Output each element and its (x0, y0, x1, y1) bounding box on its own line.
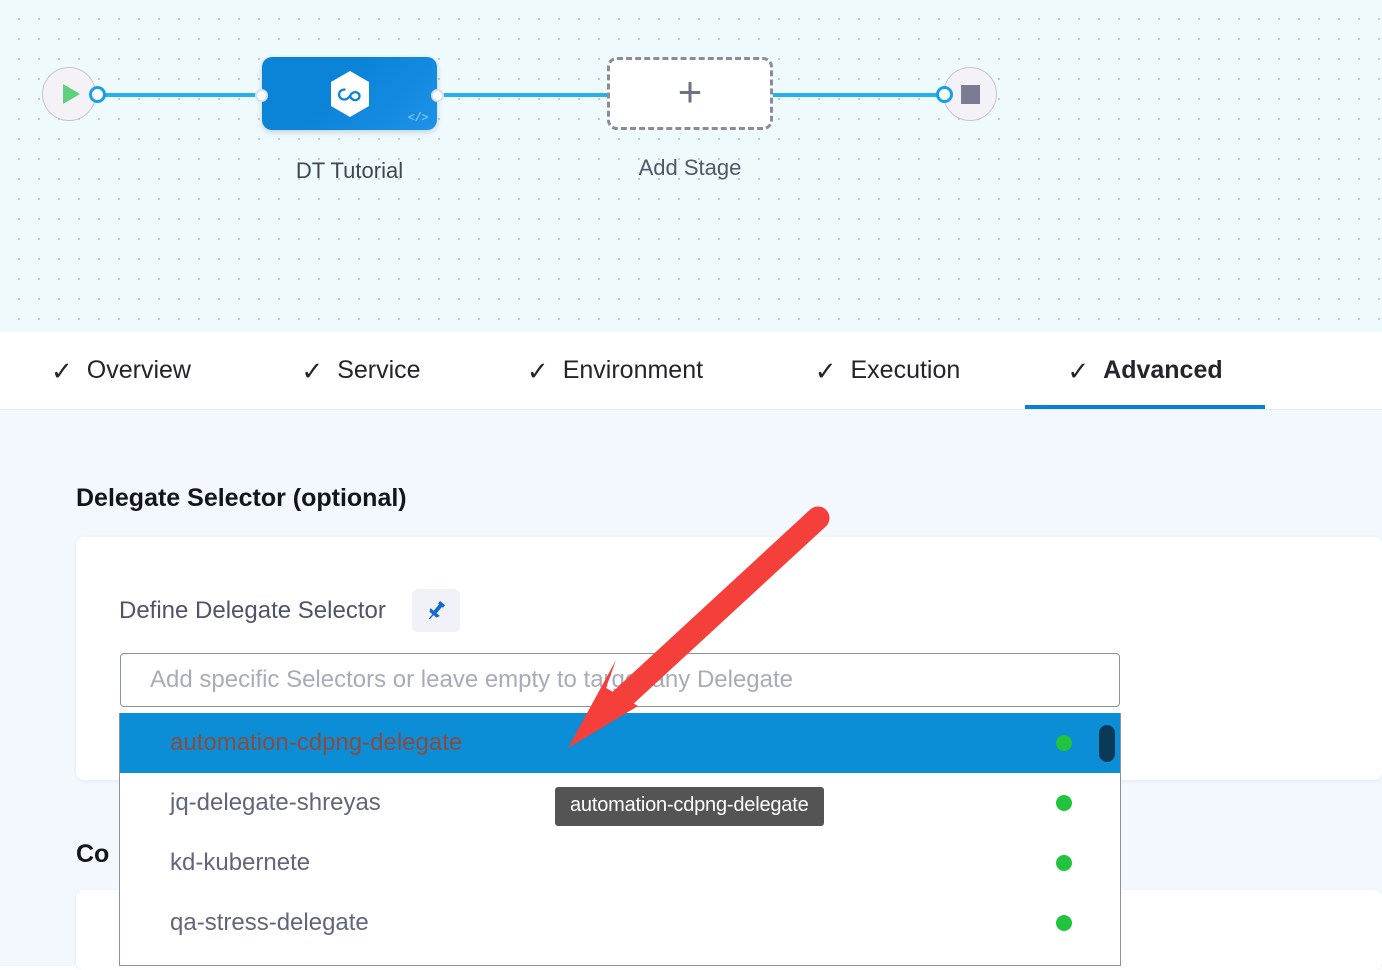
tab-service[interactable]: ✓ Service (242, 332, 480, 409)
tab-environment[interactable]: ✓ Environment (480, 332, 750, 409)
end-node-port[interactable] (936, 86, 953, 103)
tab-overview[interactable]: ✓ Overview (0, 332, 242, 409)
check-icon: ✓ (51, 355, 73, 386)
connector-line-add-to-end (760, 93, 950, 97)
define-delegate-selector-row: Define Delegate Selector (119, 589, 460, 632)
connector-line-start-to-stage (96, 93, 268, 97)
dropdown-scrollbar-thumb[interactable] (1099, 725, 1115, 762)
stage-output-port[interactable] (431, 89, 444, 102)
pipeline-canvas[interactable]: </> DT Tutorial + Add Stage (0, 0, 1382, 332)
dropdown-option-jq-delegate-shreyas[interactable]: jq-delegate-shreyas (120, 773, 1120, 833)
check-icon: ✓ (1067, 355, 1090, 386)
delegate-options-dropdown[interactable]: automation-cdpng-delegate jq-delegate-sh… (119, 713, 1121, 966)
tab-label: Advanced (1103, 356, 1223, 384)
play-icon (63, 84, 80, 104)
check-icon: ✓ (814, 355, 837, 386)
tab-label: Execution (850, 356, 961, 384)
start-node-port[interactable] (89, 86, 106, 103)
delegate-status-dot (1056, 915, 1072, 931)
pipeline-start-node[interactable] (42, 67, 96, 121)
stage-input-port[interactable] (255, 89, 268, 102)
delegate-name-tooltip: automation-cdpng-delegate (555, 787, 824, 826)
pushpin-glyph (428, 600, 445, 619)
stage-node-dt-tutorial[interactable]: </> (262, 57, 437, 130)
stage-node-label: DT Tutorial (295, 158, 404, 183)
add-stage-button[interactable]: + (607, 57, 773, 130)
connector-line-stage-to-add (436, 93, 618, 97)
dropdown-option-label: automation-cdpng-delegate (170, 729, 463, 756)
stage-config-tabbar: ✓ Overview ✓ Service ✓ Environment ✓ Exe… (0, 332, 1382, 410)
dropdown-option-label: kd-kubernete (170, 849, 311, 876)
delegate-status-dot (1056, 735, 1072, 751)
pushpin-icon[interactable] (411, 589, 460, 632)
plus-icon: + (677, 67, 703, 115)
dropdown-option-kd-kubernete[interactable]: kd-kubernete (120, 833, 1120, 893)
dropdown-option-label: jq-delegate-shreyas (170, 789, 381, 816)
tab-label: Overview (86, 356, 191, 384)
tab-label: Environment (562, 356, 704, 384)
delegate-selector-section-title: Delegate Selector (optional) (76, 484, 407, 512)
delegate-selector-input[interactable]: Add specific Selectors or leave empty to… (120, 653, 1120, 707)
stop-square-icon (960, 84, 980, 104)
check-icon: ✓ (301, 355, 324, 386)
conditional-execution-section-title: Co (76, 840, 110, 868)
define-delegate-selector-label: Define Delegate Selector (119, 596, 386, 624)
dropdown-option-label: qa-stress-delegate (170, 909, 369, 936)
delegate-status-dot (1056, 855, 1072, 871)
code-brackets-icon: </> (407, 111, 429, 125)
deployment-hexagon-icon (330, 70, 369, 117)
tab-advanced[interactable]: ✓ Advanced (1025, 332, 1265, 409)
dropdown-option-automation-cdpng-delegate[interactable]: automation-cdpng-delegate (120, 713, 1120, 773)
tab-label: Service (337, 356, 421, 384)
add-stage-label: Add Stage (638, 155, 742, 180)
tab-execution[interactable]: ✓ Execution (750, 332, 1025, 409)
check-icon: ✓ (526, 355, 549, 386)
delegate-status-dot (1056, 795, 1072, 811)
dropdown-option-qa-stress-delegate[interactable]: qa-stress-delegate (120, 893, 1120, 953)
